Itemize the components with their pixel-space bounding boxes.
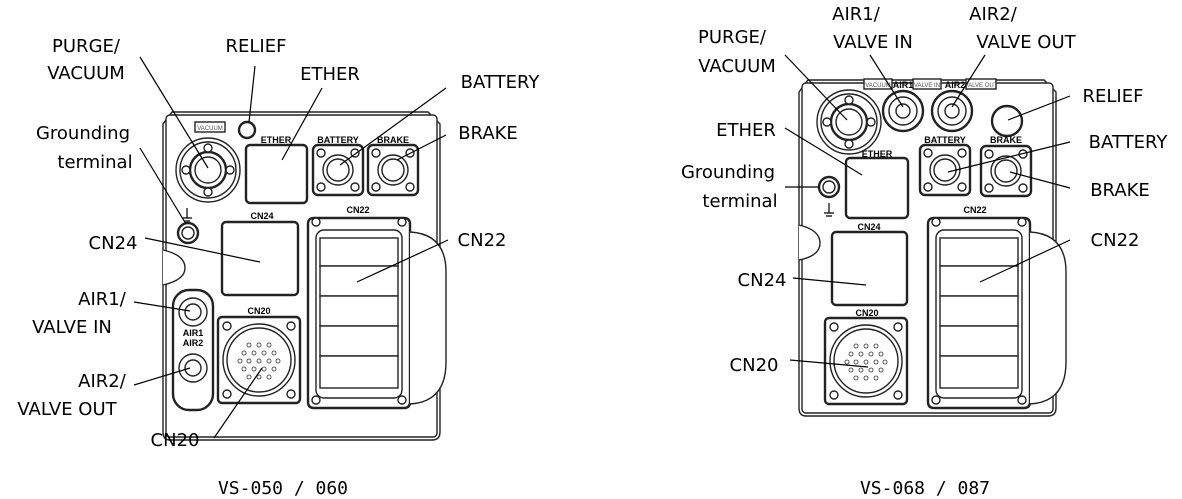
callout-valve-in: VALVE IN bbox=[833, 32, 913, 53]
callout-battery: BATTERY bbox=[1089, 132, 1169, 153]
cn22-connector bbox=[926, 216, 1068, 410]
cn24-mark: CN24 bbox=[250, 211, 273, 221]
air2-mark: AIR2 bbox=[183, 338, 204, 348]
callout-valve-out: VALVE OUT bbox=[976, 32, 1076, 53]
ether-mark: ETHER bbox=[261, 135, 292, 145]
callout-cn24: CN24 bbox=[738, 270, 787, 291]
callout-purge: PURGE/ bbox=[698, 27, 767, 48]
ether-port bbox=[244, 143, 309, 205]
valve-in-mark: VALVE IN bbox=[914, 83, 940, 89]
leader-lines bbox=[133, 56, 449, 439]
callout-valve-out: VALVE OUT bbox=[17, 399, 117, 420]
cn24-port bbox=[220, 220, 300, 297]
callout-air2: AIR2/ bbox=[969, 4, 1018, 25]
relief-valve bbox=[237, 120, 257, 140]
callout-cn22: CN22 bbox=[458, 230, 507, 251]
purge-vacuum-port bbox=[174, 136, 242, 204]
battery-connector bbox=[918, 143, 972, 197]
air1-mark: AIR1 bbox=[893, 80, 914, 90]
callout-ether: ETHER bbox=[716, 120, 776, 141]
caption-right: VS-068 / 087 bbox=[860, 478, 990, 499]
battery-connector bbox=[311, 143, 365, 197]
callout-terminal: terminal bbox=[57, 152, 132, 173]
caption-left: VS-050 / 060 bbox=[218, 478, 348, 499]
cn22-mark: CN22 bbox=[963, 205, 986, 215]
callout-cn20: CN20 bbox=[151, 430, 200, 451]
air2-mark: AIR2 bbox=[945, 80, 966, 90]
callout-vacuum: VACUUM bbox=[47, 63, 125, 84]
valve-out-mark: VALVE OUT bbox=[965, 83, 998, 89]
callout-valve-in: VALVE IN bbox=[32, 317, 112, 338]
leader-lines bbox=[784, 54, 1071, 368]
cn20-connector bbox=[216, 315, 302, 405]
callout-brake: BRAKE bbox=[458, 123, 518, 144]
cn24-port bbox=[830, 230, 909, 307]
callout-battery: BATTERY bbox=[461, 72, 541, 93]
callout-air1: AIR1/ bbox=[78, 289, 127, 310]
callout-ether: ETHER bbox=[300, 64, 360, 85]
battery-mark: BATTERY bbox=[924, 135, 966, 145]
callout-grounding: Grounding bbox=[681, 162, 775, 183]
vacuum-mark: VACUUM bbox=[865, 83, 891, 89]
cn20-mark: CN20 bbox=[247, 306, 270, 316]
purge-vacuum-port bbox=[815, 88, 883, 156]
cn22-connector bbox=[306, 216, 448, 410]
battery-mark: BATTERY bbox=[317, 135, 359, 145]
cn20-connector bbox=[823, 316, 909, 406]
callout-vacuum: VACUUM bbox=[698, 56, 776, 77]
callout-relief: RELIEF bbox=[226, 36, 287, 57]
callout-cn20: CN20 bbox=[730, 355, 779, 376]
brake-mark: BRAKE bbox=[377, 135, 409, 145]
cn22-mark: CN22 bbox=[346, 205, 369, 215]
relief-valve bbox=[990, 104, 1024, 138]
grounding-terminal bbox=[176, 208, 200, 245]
cn20-mark: CN20 bbox=[855, 308, 878, 318]
callout-air1: AIR1/ bbox=[832, 4, 881, 25]
air1-port bbox=[881, 89, 925, 133]
callout-purge: PURGE/ bbox=[52, 36, 121, 57]
ether-mark: ETHER bbox=[862, 149, 893, 159]
callout-brake: BRAKE bbox=[1090, 180, 1150, 201]
callout-cn24: CN24 bbox=[89, 233, 138, 254]
grounding-terminal bbox=[817, 175, 841, 217]
callout-grounding: Grounding bbox=[36, 123, 130, 144]
right-panel: VACUUM AIR1 VALVE IN AIR2 VALVE OUT ETHE… bbox=[681, 4, 1168, 499]
air-ports bbox=[171, 288, 215, 412]
air1-mark: AIR1 bbox=[183, 328, 204, 338]
ether-port bbox=[844, 156, 910, 220]
callout-terminal: terminal bbox=[702, 191, 777, 212]
callout-relief: RELIEF bbox=[1083, 86, 1144, 107]
cn24-mark: CN24 bbox=[857, 222, 880, 232]
callout-air2: AIR2/ bbox=[78, 371, 127, 392]
brake-mark: BRAKE bbox=[990, 135, 1022, 145]
vacuum-mark: VACUUM bbox=[197, 126, 223, 132]
callout-cn22: CN22 bbox=[1091, 230, 1140, 251]
air2-port bbox=[930, 89, 974, 133]
left-panel: VACUUM ETHER BATTERY BRAKE CN24 CN22 AIR… bbox=[17, 36, 540, 499]
